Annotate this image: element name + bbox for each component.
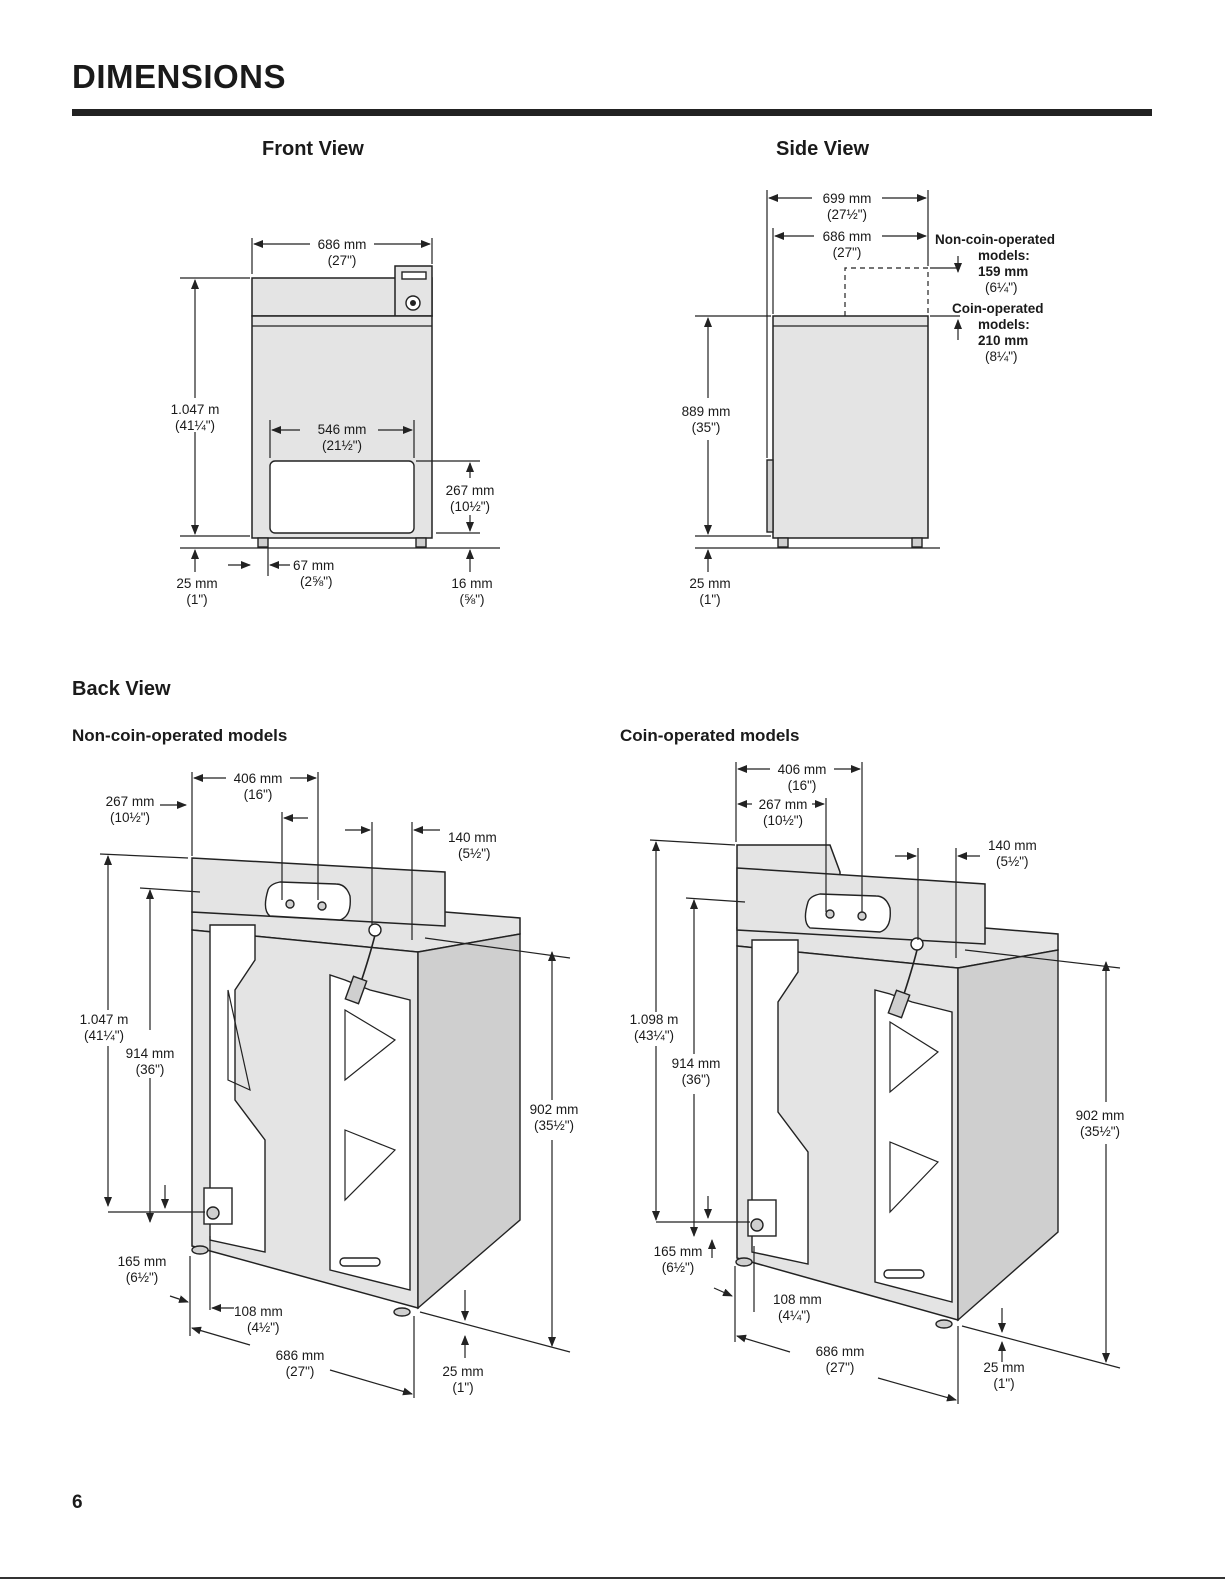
c-406-mm: 406 mm [778,762,827,777]
nc-406-in: (16") [244,787,273,802]
side-noncoin-in: (6¼") [985,280,1018,295]
side-foot-in: (1") [699,592,720,607]
page-number: 6 [72,1492,83,1513]
c-140-mm: 140 mm [988,838,1037,853]
c-25-in: (1") [993,1376,1014,1391]
c-267-in: (10½") [763,813,803,828]
side-cabinet-depth-in: (27") [833,245,862,260]
c-902-in: (35½") [1080,1124,1120,1139]
front-foot-inset-mm: 67 mm [293,558,334,573]
nc-902-in: (35½") [534,1118,574,1133]
c-1098-in: (43¼") [634,1028,674,1043]
back-noncoin-subtitle: Non-coin-operated models [72,726,288,745]
front-door-width-in: (21½") [322,438,362,453]
c-267-mm: 267 mm [759,797,808,812]
side-height-mm: 889 mm [682,404,731,419]
back-coin-drawing: 406 mm (16") 267 mm (10½") 140 mm (5½") … [630,762,1125,1404]
nc-165-mm: 165 mm [118,1254,167,1269]
front-width-mm: 686 mm [318,237,367,252]
c-140-in: (5½") [996,854,1029,869]
front-foot-right-in: (⅝") [459,592,484,607]
page-heading: DIMENSIONS [72,58,287,95]
nc-902-mm: 902 mm [530,1102,579,1117]
front-view-drawing: 686 mm (27") 1.047 m (41¼") 546 mm (21½"… [171,237,500,607]
front-foot-left-in: (1") [186,592,207,607]
nc-914-in: (36") [136,1062,165,1077]
nc-914-mm: 914 mm [126,1046,175,1061]
c-686-in: (27") [826,1360,855,1375]
nc-1047-m: 1.047 m [80,1012,129,1027]
front-view-title: Front View [262,138,364,160]
c-108-in: (4¼") [778,1308,811,1323]
side-view-title: Side View [776,138,870,160]
back-coin-subtitle: Coin-operated models [620,726,800,745]
c-108-mm: 108 mm [773,1292,822,1307]
front-height-m: 1.047 m [171,402,220,417]
nc-686-mm: 686 mm [276,1348,325,1363]
front-door-width-mm: 546 mm [318,422,367,437]
side-height-in: (35") [692,420,721,435]
side-coin-in: (8¼") [985,349,1018,364]
side-coin-label-2: models: [978,317,1030,332]
front-foot-right-mm: 16 mm [451,576,492,591]
c-1098-m: 1.098 m [630,1012,679,1027]
nc-1047-in: (41¼") [84,1028,124,1043]
front-width-in: (27") [328,253,357,268]
side-coin-label-1: Coin-operated [952,301,1044,316]
heading-rule [72,109,1152,116]
front-foot-inset-in: (2⅝") [300,574,333,589]
side-noncoin-label-1: Non-coin-operated [935,232,1055,247]
side-cabinet-depth-mm: 686 mm [823,229,872,244]
nc-108-in: (4½") [247,1320,280,1335]
side-noncoin-mm: 159 mm [978,264,1028,279]
nc-267-mm: 267 mm [106,794,155,809]
nc-140-in: (5½") [458,846,491,861]
c-902-mm: 902 mm [1076,1108,1125,1123]
nc-406-mm: 406 mm [234,771,283,786]
nc-686-in: (27") [286,1364,315,1379]
front-door-height-mm: 267 mm [446,483,495,498]
nc-25-mm: 25 mm [442,1364,483,1379]
bottom-rule [0,1577,1225,1579]
c-914-mm: 914 mm [672,1056,721,1071]
side-foot-mm: 25 mm [689,576,730,591]
back-noncoin-drawing: 406 mm (16") 267 mm (10½") 140 mm (5½") … [80,771,579,1398]
nc-108-mm: 108 mm [234,1304,283,1319]
front-height-in: (41¼") [175,418,215,433]
side-coin-mm: 210 mm [978,333,1028,348]
c-165-mm: 165 mm [654,1244,703,1259]
nc-25-in: (1") [452,1380,473,1395]
front-foot-left-mm: 25 mm [176,576,217,591]
side-view-drawing: 699 mm (27½") 686 mm (27") 889 mm (35") … [682,190,1055,607]
c-406-in: (16") [788,778,817,793]
side-overall-depth-in: (27½") [827,207,867,222]
c-914-in: (36") [682,1072,711,1087]
nc-267-in: (10½") [110,810,150,825]
nc-165-in: (6½") [126,1270,159,1285]
front-door-height-in: (10½") [450,499,490,514]
c-686-mm: 686 mm [816,1344,865,1359]
back-view-title: Back View [72,678,171,700]
c-25-mm: 25 mm [983,1360,1024,1375]
nc-140-mm: 140 mm [448,830,497,845]
side-noncoin-label-2: models: [978,248,1030,263]
c-165-in: (6½") [662,1260,695,1275]
side-overall-depth-mm: 699 mm [823,191,872,206]
